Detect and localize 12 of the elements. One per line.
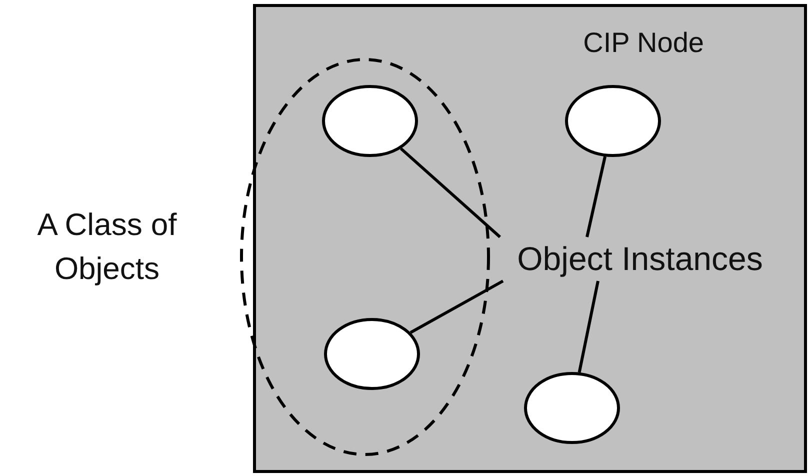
object-circle <box>322 85 418 157</box>
object-circle <box>565 85 661 157</box>
object-circle <box>524 372 620 444</box>
node-title: CIP Node <box>583 27 704 60</box>
class-label: A Class of Objects <box>36 206 178 288</box>
node-panel <box>253 4 807 473</box>
leader-line <box>410 280 504 334</box>
leader-line <box>578 280 600 373</box>
leader-line <box>586 156 606 238</box>
instances-label: Object Instances <box>498 238 782 280</box>
object-circle <box>324 318 420 390</box>
leader-line <box>400 147 501 238</box>
